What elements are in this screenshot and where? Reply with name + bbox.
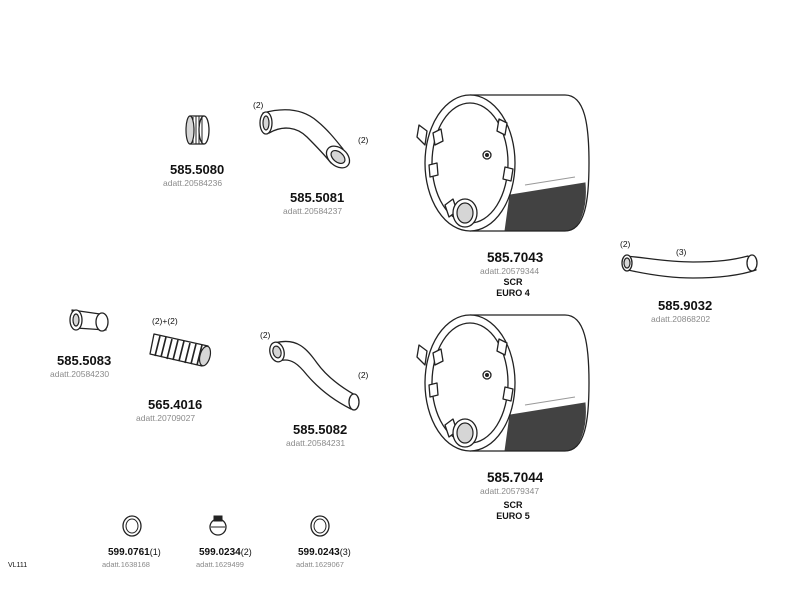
clamp-code-599-0243: 599.0243(3)	[298, 547, 351, 558]
sleeve-5080-drawing	[185, 115, 210, 145]
part-ref-585-5083: adatt.20584230	[50, 369, 110, 379]
spec-line-scr: SCR	[503, 500, 523, 510]
pipe-9032-drawing	[621, 254, 758, 279]
clamp-code-value: 599.0243	[298, 547, 340, 558]
clamp-qty: (3)	[339, 547, 351, 557]
part-code-585-5082: 585.5082	[293, 422, 348, 437]
clamp-ref-599-0761: adatt.1638168	[102, 560, 150, 569]
part-ref-585-5081: adatt.20584237	[283, 206, 343, 216]
muffler-7043-drawing	[416, 94, 590, 232]
part-code-585-9032: 585.9032	[658, 298, 713, 313]
flexpipe-4016-drawing	[149, 333, 212, 367]
clamp-code-599-0234: 599.0234(2)	[199, 547, 252, 558]
part-ref-565-4016: adatt.20709027	[136, 413, 196, 423]
tag-5082-right: (2)	[358, 370, 369, 380]
clamp-qty: (1)	[149, 547, 161, 557]
tag-4016: (2)+(2)	[152, 316, 178, 326]
clamp-ref-599-0243: adatt.1629067	[296, 560, 344, 569]
clamp-0243-drawing	[310, 515, 330, 537]
adapter-5083-drawing	[69, 309, 109, 332]
spec-note-7044: SCR EURO 5	[480, 500, 546, 522]
pipe-5082-drawing	[269, 340, 360, 411]
spec-note-7043: SCR EURO 4	[480, 277, 546, 299]
part-ref-585-9032: adatt.20868202	[651, 314, 711, 324]
part-code-585-7043: 585.7043	[487, 250, 544, 265]
tag-9032-left: (2)	[620, 239, 631, 249]
clamp-ref-599-0234: adatt.1629499	[196, 560, 244, 569]
part-code-585-7044: 585.7044	[487, 470, 544, 485]
tag-5081-right: (2)	[358, 135, 369, 145]
tag-5082-left: (2)	[260, 330, 271, 340]
part-code-585-5083: 585.5083	[57, 353, 112, 368]
clamp-code-value: 599.0761	[108, 547, 150, 558]
clamp-qty: (2)	[240, 547, 252, 557]
part-ref-585-7043: adatt.20579344	[480, 266, 540, 276]
spec-line-euro: EURO 4	[496, 288, 530, 298]
tag-9032-right: (3)	[676, 247, 687, 257]
clamp-code-value: 599.0234	[199, 547, 241, 558]
spec-line-scr: SCR	[503, 277, 523, 287]
part-ref-585-7044: adatt.20579347	[480, 486, 540, 496]
part-ref-585-5082: adatt.20584231	[286, 438, 346, 448]
tag-5081-left: (2)	[253, 100, 264, 110]
part-code-585-5081: 585.5081	[290, 190, 345, 205]
part-code-585-5080: 585.5080	[170, 162, 225, 177]
part-code-565-4016: 565.4016	[148, 397, 203, 412]
clamp-code-599-0761: 599.0761(1)	[108, 547, 161, 558]
spec-line-euro: EURO 5	[496, 511, 530, 521]
pipe-5081-drawing	[259, 109, 351, 169]
part-ref-585-5080: adatt.20584236	[163, 178, 223, 188]
clamp-0234-drawing	[209, 515, 227, 536]
sheet-code: VL111	[8, 562, 28, 569]
muffler-7044-drawing	[416, 314, 590, 452]
clamp-0761-drawing	[122, 515, 142, 537]
